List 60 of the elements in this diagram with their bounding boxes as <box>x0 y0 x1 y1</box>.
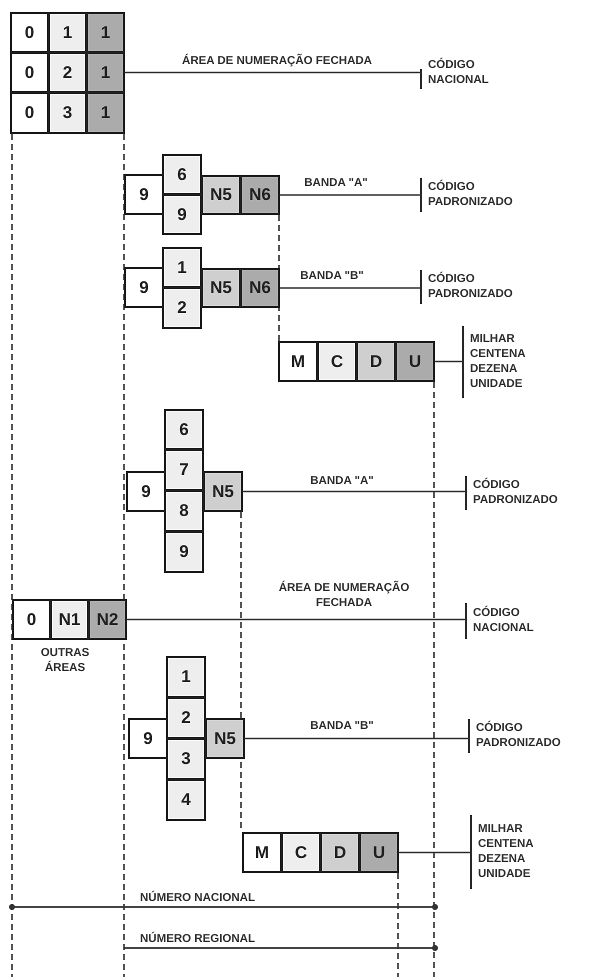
digit-cell: 6 <box>164 409 204 450</box>
bracket-label: CÓDIGO PADRONIZADO <box>468 719 588 753</box>
bracket-label: CÓDIGO NACIONAL <box>465 603 555 639</box>
digit-cell: 2 <box>48 52 87 93</box>
digit-cell: 0 <box>10 12 49 53</box>
digit-cell: M <box>242 832 282 873</box>
digit-cell: 0 <box>10 92 49 134</box>
connector-line <box>245 738 468 740</box>
dimension-label: NÚMERO NACIONAL <box>140 891 256 906</box>
digit-cell: U <box>395 341 435 382</box>
digit-cell: 1 <box>86 12 125 53</box>
digit-cell: 9 <box>124 267 164 308</box>
digit-cell: 7 <box>164 449 204 491</box>
connector-line <box>280 287 420 289</box>
digit-cell: N6 <box>240 175 280 215</box>
connector-line <box>125 72 420 74</box>
connector-line <box>280 194 420 196</box>
digit-cell: 0 <box>10 52 49 93</box>
digit-cell: D <box>356 341 396 382</box>
digit-cell: C <box>317 341 357 382</box>
digit-cell: N1 <box>50 599 89 640</box>
digit-cell: N6 <box>240 268 280 308</box>
digit-cell: D <box>320 832 360 873</box>
digit-cell: 9 <box>126 471 166 512</box>
digit-cell: 9 <box>128 718 168 759</box>
digit-cell: N5 <box>201 268 241 308</box>
digit-cell: 2 <box>162 287 202 329</box>
digit-cell: 4 <box>166 779 206 821</box>
bracket-label: MILHAR CENTENA DEZENA UNIDADE <box>462 326 552 398</box>
digit-cell: 1 <box>86 92 125 134</box>
digit-cell: N2 <box>88 599 127 640</box>
digit-cell: N5 <box>205 718 245 759</box>
digit-cell: 9 <box>124 174 164 215</box>
caption-text: OUTRAS ÁREAS <box>40 646 90 676</box>
digit-cell: 9 <box>162 194 202 235</box>
dimension-label: NÚMERO REGIONAL <box>140 932 256 947</box>
connector-line <box>435 360 462 362</box>
bracket-label: MILHAR CENTENA DEZENA UNIDADE <box>470 815 560 889</box>
connector-line <box>399 852 470 854</box>
digit-cell: M <box>278 341 318 382</box>
digit-cell: 9 <box>164 531 204 573</box>
digit-cell: 0 <box>12 599 51 640</box>
digit-cell: 3 <box>48 92 87 134</box>
digit-cell: 1 <box>48 12 87 53</box>
digit-cell: N5 <box>201 175 241 215</box>
digit-cell: 2 <box>166 697 206 739</box>
digit-cell: 1 <box>166 656 206 698</box>
digit-cell: 3 <box>166 738 206 780</box>
bracket-label: CÓDIGO PADRONIZADO <box>420 178 540 212</box>
bracket-label: CÓDIGO PADRONIZADO <box>465 476 585 510</box>
digit-cell: 8 <box>164 490 204 532</box>
digit-cell: 6 <box>162 154 202 195</box>
digit-cell: N5 <box>203 471 243 512</box>
connector-line <box>127 618 465 620</box>
connector-line <box>243 490 465 492</box>
digit-cell: 1 <box>162 247 202 288</box>
bracket-label: CÓDIGO PADRONIZADO <box>420 270 540 304</box>
digit-cell: C <box>281 832 321 873</box>
digit-cell: 1 <box>86 52 125 93</box>
digit-cell: U <box>359 832 399 873</box>
